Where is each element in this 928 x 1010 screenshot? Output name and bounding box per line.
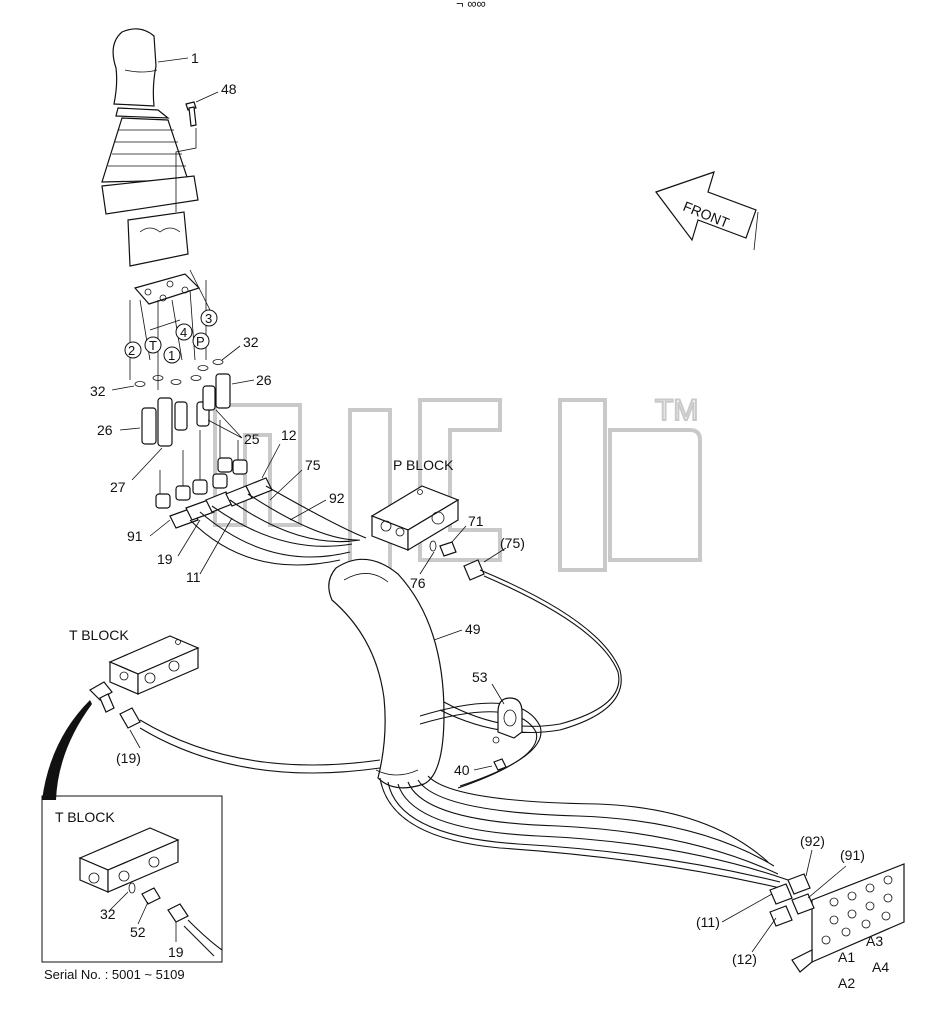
callout-12-ref: (12) <box>732 951 757 967</box>
o-rings-32 <box>134 359 224 387</box>
callout-92: 92 <box>329 490 345 506</box>
callout-71: 71 <box>468 513 484 529</box>
port-t: T <box>149 338 157 353</box>
hose-19 <box>119 707 381 774</box>
inset-callout-19: 19 <box>168 944 184 960</box>
callout-26-b: 26 <box>97 422 113 438</box>
t-block-label: T BLOCK <box>69 627 129 643</box>
callout-53: 53 <box>472 669 488 685</box>
inset-callout-52: 52 <box>130 924 146 940</box>
callout-40: 40 <box>454 762 470 778</box>
p-block <box>370 485 460 552</box>
hose-bundle <box>189 485 789 889</box>
inset-t-block-label: T BLOCK <box>55 809 115 825</box>
callout-75: 75 <box>305 457 321 473</box>
callout-26-a: 26 <box>256 372 272 388</box>
port-a2: A2 <box>838 975 855 991</box>
inset-box <box>41 795 223 963</box>
port-p: P <box>196 334 205 349</box>
watermark: TM <box>213 393 702 572</box>
callout-91: 91 <box>127 528 143 544</box>
fittings <box>141 373 231 447</box>
callout-11: 11 <box>186 569 201 585</box>
callout-25: 25 <box>244 431 260 447</box>
port-1: 1 <box>168 348 175 363</box>
joystick-handle <box>101 28 199 267</box>
elbow-fitting <box>89 681 115 713</box>
port-a1: A1 <box>838 949 855 965</box>
front-arrow: FRONT <box>655 171 759 251</box>
callout-32-a: 32 <box>243 334 259 350</box>
callout-76: 76 <box>410 575 426 591</box>
port-3: 3 <box>205 311 212 326</box>
callout-48: 48 <box>221 81 237 97</box>
callout-91-ref: (91) <box>840 847 865 863</box>
bolt-48 <box>185 101 197 127</box>
t-block <box>108 635 200 695</box>
watermark-tm: TM <box>655 394 698 427</box>
callout-75-ref: (75) <box>500 535 525 551</box>
callout-11-ref: (11) <box>696 914 720 930</box>
callout-49: 49 <box>465 621 481 637</box>
callout-19: 19 <box>157 551 173 567</box>
p-block-label: P BLOCK <box>393 457 454 473</box>
callout-92-ref: (92) <box>800 833 825 849</box>
callout-32-b: 32 <box>90 383 106 399</box>
mounting-plate <box>133 273 201 305</box>
inset-callout-32: 32 <box>100 906 116 922</box>
callout-27: 27 <box>110 479 126 495</box>
serial-number: Serial No. : 5001 ~ 5109 <box>44 967 185 982</box>
port-4: 4 <box>180 325 187 340</box>
callout-1: 1 <box>191 50 199 66</box>
port-2: 2 <box>128 343 135 358</box>
a-bracket <box>769 863 905 973</box>
callout-12: 12 <box>281 427 297 443</box>
port-a4: A4 <box>872 959 889 975</box>
bolt-40 <box>493 758 507 771</box>
fitting-71 <box>429 540 457 557</box>
port-labels: 2 T 1 4 P 3 <box>124 309 218 364</box>
port-a3: A3 <box>866 933 883 949</box>
callout-19-ref: (19) <box>116 750 141 766</box>
inset-pointer <box>42 700 92 800</box>
hose-75 <box>419 559 622 789</box>
top-mark: ¬ ∞∞ <box>456 0 486 11</box>
clamp-53 <box>492 697 523 744</box>
